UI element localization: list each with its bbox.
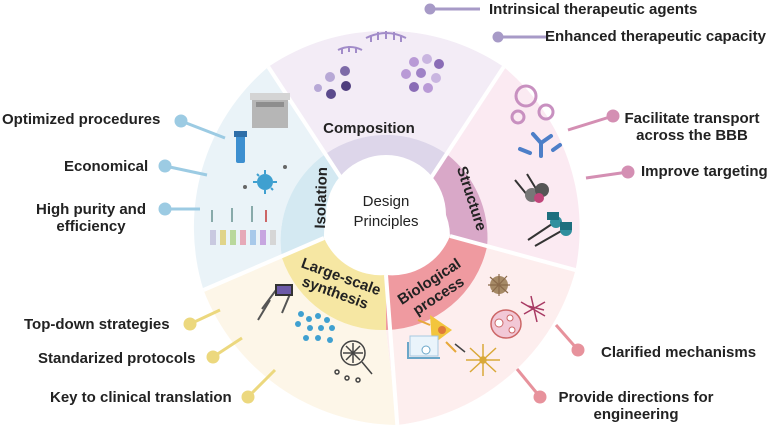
facilitate-label: Facilitate transport across the BBB (624, 110, 760, 144)
composition-label: Composition (323, 120, 415, 137)
largescale-inner-segment (282, 238, 386, 331)
economical-label: Economical (64, 158, 149, 175)
liposome-icon (510, 84, 555, 125)
topdown-label: Top-down strategies (24, 316, 170, 333)
highpurity-label: High purity and efficiency (26, 201, 156, 235)
nanoparticle-cluster-icon (314, 66, 351, 99)
facilitate-label-line2: across the BBB (636, 127, 748, 144)
fibrous-aggregate-icon (488, 274, 510, 296)
tethered-vesicle-icon (514, 173, 549, 203)
exosome-icon (243, 165, 287, 194)
center-title-line2: Principles (353, 213, 418, 230)
facilitate-label-line1: Facilitate transport (624, 110, 760, 127)
composition-outer-segment (268, 30, 504, 155)
astrocyte-icon (454, 343, 500, 376)
provide-label-line1: Provide directions for (558, 389, 714, 406)
extruder-icon (257, 284, 293, 321)
cell-uptake-icon (490, 309, 522, 339)
biological-inner-segment (386, 236, 488, 330)
targeted-vesicle-icon (527, 212, 572, 247)
highpurity-label-line2: efficiency (56, 218, 126, 235)
largescale-outer-segment (203, 258, 398, 425)
membrane-icon (407, 335, 440, 359)
standardized-label: Standarized protocols (38, 350, 196, 367)
mesh-filter-icon (334, 340, 373, 383)
improve-label: Improve targeting (641, 163, 768, 180)
center-circle (326, 155, 446, 275)
centrifuge-icon (250, 93, 290, 128)
isolation-label: Isolation (312, 167, 331, 229)
isolation-inner-segment (280, 154, 347, 258)
center-title-line1: Design (363, 193, 410, 210)
biological-outer-segment (386, 245, 576, 425)
rna-icon (337, 31, 407, 54)
clarified-label: Clarified mechanisms (601, 344, 757, 361)
antibody-icon (518, 132, 562, 158)
structure-inner-segment (425, 154, 488, 246)
neuron-network-icon (520, 295, 546, 323)
segment-dividers (202, 65, 577, 426)
enhanced-label: Enhanced therapeutic capacity (545, 28, 766, 45)
test-tube-icon (234, 131, 247, 163)
provide-label-line2: engineering (593, 406, 679, 423)
optimized-label: Optimized procedures (2, 111, 161, 128)
protein-cluster-icon (401, 54, 444, 93)
tube-rack-icon (210, 206, 276, 245)
particle-dots-icon (295, 311, 335, 343)
key-label: Key to clinical translation (50, 389, 232, 406)
highpurity-label-line1: High purity and (36, 201, 146, 218)
connector-lines (158, 3, 635, 404)
intrinsical-label: Intrinsical therapeutic agents (489, 1, 698, 18)
provide-label: Provide directions for engineering (552, 389, 720, 423)
